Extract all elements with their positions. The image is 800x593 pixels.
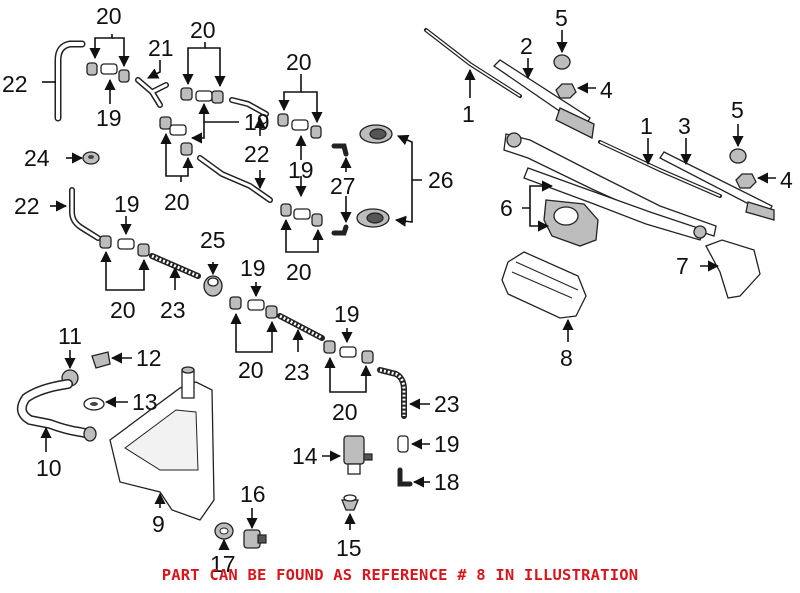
connectors-mid-left [99, 235, 150, 257]
callout-1: 1 [462, 101, 475, 127]
connectors-top-middle [159, 87, 224, 156]
callout-25: 25 [200, 227, 226, 253]
callout-1: 1 [640, 113, 653, 139]
callout-21: 21 [148, 35, 174, 61]
hose-23-a [149, 253, 201, 279]
connector-19-bottom [397, 435, 409, 453]
callout-22: 22 [14, 193, 40, 219]
callout-19: 19 [334, 301, 360, 327]
wiper-arm-2 [492, 59, 595, 139]
callout-3: 3 [678, 113, 691, 139]
callout-6: 6 [500, 195, 513, 221]
filler-neck-12 [91, 351, 111, 369]
callout-12: 12 [136, 345, 162, 371]
pump-14 [343, 435, 373, 475]
callout-9: 9 [152, 511, 165, 537]
callout-16: 16 [240, 481, 266, 507]
callout-15: 15 [336, 535, 362, 561]
callout-4: 4 [780, 167, 793, 193]
elbows-27 [331, 143, 349, 236]
callout-8: 8 [560, 345, 573, 371]
callout-19: 19 [114, 191, 140, 217]
elbow-18 [397, 467, 413, 487]
callout-24: 24 [24, 145, 50, 171]
callout-2: 2 [520, 33, 533, 59]
nut-cap-5-b [729, 148, 747, 164]
callout-27: 27 [330, 173, 356, 199]
callout-17: 17 [210, 551, 236, 577]
callout-18: 18 [434, 469, 460, 495]
connectors-lower-right [323, 340, 374, 364]
wiper-arm-3 [659, 151, 775, 221]
sensor-16 [243, 529, 267, 549]
callout-5: 5 [555, 5, 568, 31]
connectors-upper-right [277, 113, 323, 227]
cowl-8 [501, 251, 587, 319]
callout-19: 19 [288, 157, 314, 183]
callout-20: 20 [286, 259, 312, 285]
callout-10: 10 [36, 455, 62, 481]
callout-23: 23 [160, 297, 186, 323]
wiper-blade-1-upper [424, 28, 522, 98]
callout-13: 13 [132, 389, 158, 415]
callout-5: 5 [731, 97, 744, 123]
hose-22-mid [197, 97, 273, 203]
hose-23-c [377, 367, 407, 419]
callout-20: 20 [110, 297, 136, 323]
callout-19: 19 [434, 431, 460, 457]
callout-20: 20 [238, 357, 264, 383]
callout-20: 20 [332, 399, 358, 425]
cover-7 [705, 239, 761, 299]
filler-hose-10 [16, 379, 97, 442]
grommet-15 [341, 494, 359, 511]
callout-20: 20 [96, 3, 122, 29]
callout-22: 22 [2, 71, 28, 97]
callout-11: 11 [58, 323, 82, 349]
callout-20: 20 [190, 17, 216, 43]
hose-23-b [277, 313, 325, 341]
callout-4: 4 [600, 77, 613, 103]
nozzle-26-upper [359, 124, 393, 144]
callout-labels: 20 22 19 21 20 19 24 22 20 20 19 27 26 2… [2, 3, 793, 577]
callout-20: 20 [164, 189, 190, 215]
callout-23: 23 [434, 391, 460, 417]
grommet-17 [214, 522, 234, 540]
nut-4-a [555, 83, 577, 99]
reference-note: PART CAN BE FOUND AS REFERENCE # 8 IN IL… [161, 566, 639, 584]
y-junction-21 [135, 77, 169, 108]
nut-cap-5-a [553, 54, 571, 70]
connectors-top-left [86, 62, 130, 83]
connectors-mid [229, 296, 278, 319]
nut-4-b [735, 173, 757, 189]
callout-14: 14 [292, 443, 318, 469]
grommet-24 [82, 151, 100, 165]
check-valve-25 [203, 275, 223, 297]
clamp-13 [83, 397, 105, 411]
callout-19: 19 [240, 255, 266, 281]
callout-23: 23 [284, 359, 310, 385]
wiper-blade-1-lower [598, 140, 722, 198]
linkage-6 [503, 132, 717, 241]
hose-22-top [54, 40, 86, 122]
callout-19: 19 [96, 105, 122, 131]
callout-7: 7 [676, 253, 689, 279]
nozzle-26-lower [356, 208, 390, 228]
reservoir-9 [109, 366, 215, 521]
callout-26: 26 [428, 167, 454, 193]
hose-22-lower [69, 187, 101, 241]
callout-22: 22 [244, 141, 270, 167]
callout-19: 19 [244, 109, 270, 135]
motor-6 [543, 199, 599, 247]
leader-lines [40, 30, 776, 551]
callout-20: 20 [286, 49, 312, 75]
